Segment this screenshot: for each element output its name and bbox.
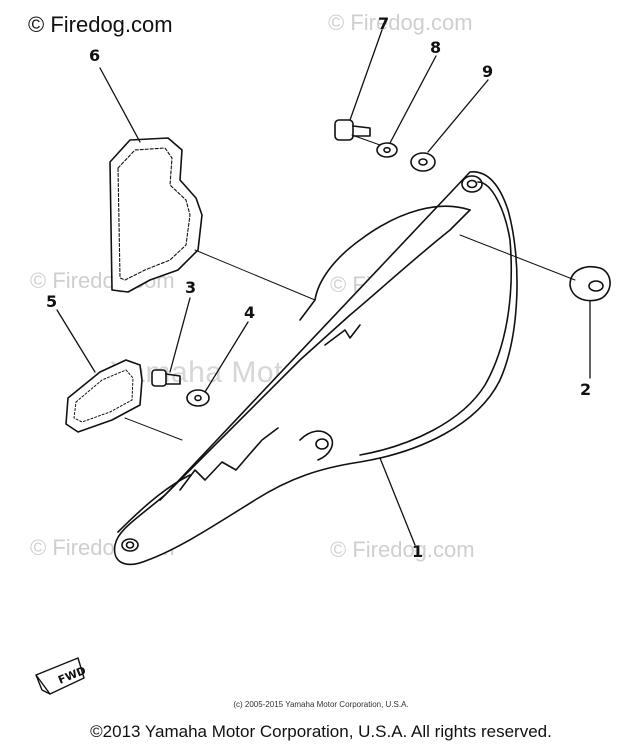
footer-copyright: ©2013 Yamaha Motor Corporation, U.S.A. A… <box>90 722 552 741</box>
firedog-logo: © Firedog.com <box>28 12 173 37</box>
small-copyright: (c) 2005-2015 Yamaha Motor Corporation, … <box>233 700 409 709</box>
fwd-arrow-icon <box>35 657 85 695</box>
washer-part-8 <box>376 142 398 158</box>
washer-part-9 <box>410 152 436 172</box>
callout-8: 8 <box>430 38 442 57</box>
bolt-part-7 <box>334 119 371 141</box>
plate-part-5 <box>65 359 143 433</box>
callout-4: 4 <box>244 303 256 322</box>
callout-2: 2 <box>580 380 592 399</box>
watermark-top-right: © Firedog.com <box>328 10 473 35</box>
callout-1: 1 <box>412 542 424 561</box>
leader-lines <box>56 29 591 546</box>
watermark-bottom-center: © Firedog.com <box>330 537 475 562</box>
callout-9: 9 <box>482 62 494 81</box>
side-cover-part <box>113 171 518 566</box>
washer-part-4 <box>186 389 210 407</box>
pad-part-6 <box>109 137 203 293</box>
callout-3: 3 <box>185 278 197 297</box>
callout-7: 7 <box>378 14 390 33</box>
screw-part-3 <box>151 369 181 387</box>
callout-6: 6 <box>89 46 101 65</box>
grommet-part-2 <box>569 266 611 302</box>
callout-5: 5 <box>46 292 58 311</box>
